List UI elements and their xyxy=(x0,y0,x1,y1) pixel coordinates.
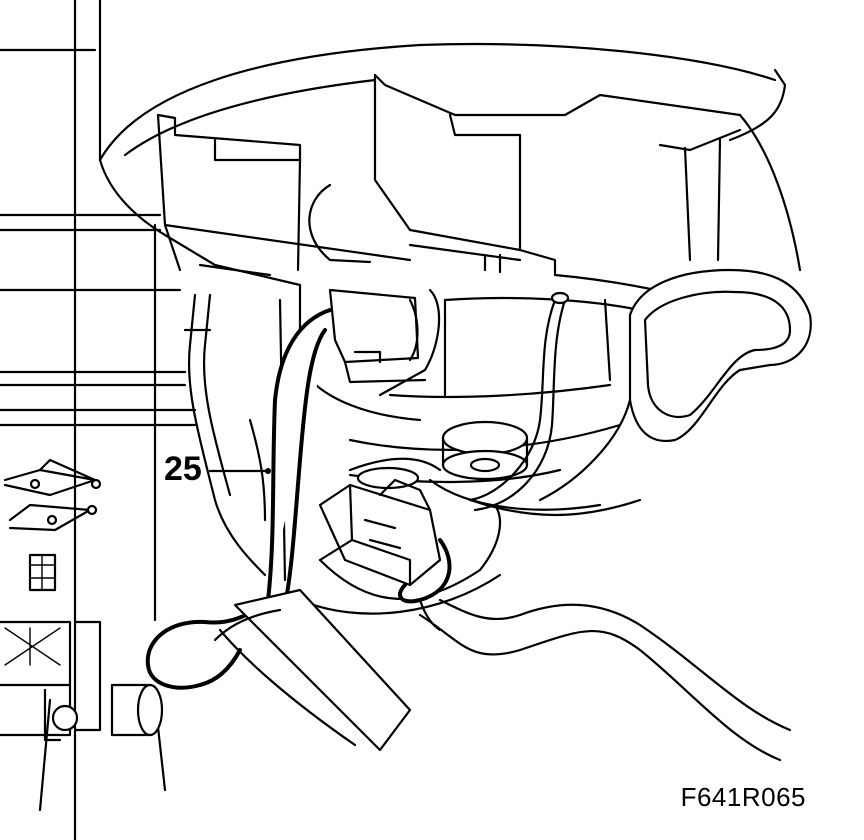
callout-label: 25 xyxy=(164,450,202,488)
air-duct xyxy=(538,268,812,502)
dashboard-frame xyxy=(0,0,197,840)
blower-housing xyxy=(98,42,802,302)
harness-sleeve xyxy=(145,588,412,752)
wiring-harness xyxy=(183,288,792,762)
left-brackets xyxy=(0,458,164,742)
callout-anchor-dot xyxy=(265,468,271,474)
figure-code: F641R065 xyxy=(680,782,806,812)
